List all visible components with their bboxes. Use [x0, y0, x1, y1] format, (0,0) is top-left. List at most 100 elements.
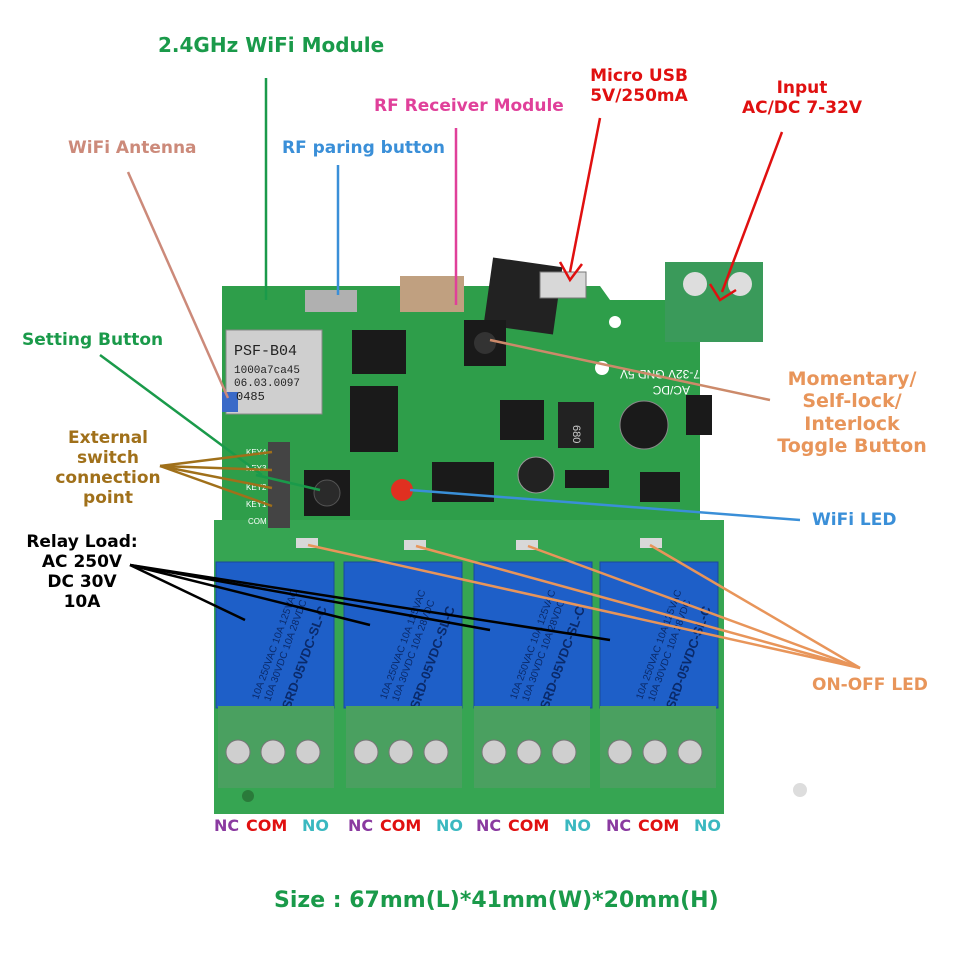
relay-4: SRD-05VDC-SL-C 10A 250VAC 10A 125VAC 10A…: [599, 561, 719, 711]
setting-button-pointer: [99, 353, 263, 477]
external-line4: point: [83, 488, 133, 509]
ic-chip: [352, 330, 406, 374]
terminal-block-4: [600, 706, 716, 788]
size-label: Size : 67mm(L)*41mm(W)*20mm(H): [274, 888, 719, 913]
micro-usb-line1: Micro USB: [590, 66, 688, 86]
terminal-2-nc: NC: [348, 816, 374, 835]
terminal-1-no: NO: [302, 816, 329, 835]
wifi-module: [225, 329, 323, 415]
diode: [565, 470, 609, 488]
relay-3: SRD-05VDC-SL-C 10A 250VAC 10A 125VAC 10A…: [473, 561, 593, 711]
power-terminal: [665, 262, 763, 342]
wifi-led: [391, 479, 413, 501]
rf-receiver-crystal: [400, 276, 464, 312]
toggle-line3: Interlock: [804, 412, 900, 435]
module-line4: 0485: [236, 390, 265, 404]
toggle-line2: Self-lock/: [802, 390, 902, 413]
regulator: [500, 400, 544, 440]
relay-line4: 10A: [63, 592, 101, 613]
external-pointer: [159, 450, 273, 468]
setting-button-label: Setting Button: [22, 330, 164, 350]
toggle-button-label: Momentary/ Self-lock/ Interlock Toggle B…: [764, 368, 940, 458]
wifi-module-chip-edge: [222, 392, 238, 412]
usb-pointer: [568, 117, 602, 273]
rf-receiver-label: RF Receiver Module: [374, 96, 564, 116]
onoff-led: [516, 540, 538, 550]
relay-load-pointer: [129, 563, 246, 622]
terminal-3-com: COM: [508, 816, 550, 835]
relay-load-pointer: [129, 563, 491, 632]
onoff-led: [296, 538, 318, 548]
terminal-2-no: NO: [436, 816, 463, 835]
external-pointer: [159, 464, 273, 472]
power-screw: [683, 272, 707, 296]
wifi-module-label: 2.4GHz WiFi Module: [158, 33, 385, 57]
relay-1: SRD-05VDC-SL-C 10A 250VAC 10A 125VAC 10A…: [215, 561, 335, 711]
ic-chip: [640, 472, 680, 502]
onoff-pointer: [527, 544, 861, 670]
setting-button-cap: [313, 479, 341, 507]
terminal-1-nc: NC: [214, 816, 240, 835]
terminal-3-nc: NC: [476, 816, 502, 835]
mount-hole: [609, 316, 621, 328]
external-pointer: [159, 464, 273, 508]
onoff-led-label: ON-OFF LED: [812, 675, 928, 695]
relay-line2: AC 250V: [41, 552, 123, 573]
toggle-line4: Toggle Button: [777, 435, 927, 458]
terminal-4-com: COM: [638, 816, 680, 835]
relay-line3: DC 30V: [47, 572, 117, 593]
onoff-led: [404, 540, 426, 550]
terminal-4-no: NO: [694, 816, 721, 835]
terminal-2-com: COM: [380, 816, 422, 835]
power-silk: 7-32V GND 5V: [620, 367, 700, 381]
micro-usb-port: [539, 271, 587, 299]
key-silk: KEY1: [246, 500, 267, 509]
onoff-pointer: [415, 544, 861, 670]
usb-arrowhead: [558, 261, 583, 283]
key-header: [268, 442, 290, 528]
external-switch-label: External switch connection point: [52, 428, 164, 508]
terminal-block-2: [346, 706, 462, 788]
terminal-block-1: [218, 706, 334, 788]
mount-hole: [242, 790, 254, 802]
terminal-block-3: [474, 706, 590, 788]
setting-button-pointer-ext: [255, 473, 321, 492]
pcb-upper: [222, 286, 700, 520]
rf-pairing-label: RF paring button: [282, 138, 445, 158]
toggle-button-cap: [474, 332, 496, 354]
terminal-1-com: COM: [246, 816, 288, 835]
onoff-pointer: [307, 543, 861, 670]
micro-usb-label: Micro USB 5V/250mA: [584, 66, 694, 106]
terminal-3-no: NO: [564, 816, 591, 835]
relay-2: SRD-05VDC-SL-C 10A 250VAC 10A 125VAC 10A…: [343, 561, 463, 711]
input-line2: AC/DC 7-32V: [741, 98, 863, 119]
relay-load-label: Relay Load: AC 250V DC 30V 10A: [20, 532, 144, 612]
toggle-line1: Momentary/: [787, 368, 917, 390]
onoff-led: [640, 538, 662, 548]
capacitor-small: [517, 456, 555, 494]
mount-hole: [724, 727, 740, 743]
wifi-led-pointer: [409, 488, 801, 522]
inductor-silk: 680: [570, 425, 582, 443]
input-arrowhead: [708, 283, 737, 302]
external-line2: switch: [77, 448, 139, 469]
terminal-4-nc: NC: [606, 816, 632, 835]
external-line3: connection: [55, 468, 161, 489]
wifi-antenna-pointer: [126, 171, 230, 399]
ic-chip: [686, 395, 712, 435]
key-silk: KEY2: [246, 483, 267, 492]
micro-usb-line2: 5V/250mA: [590, 86, 688, 107]
module-line1: PSF-B04: [234, 343, 297, 360]
wifi-antenna-label: WiFi Antenna: [68, 138, 197, 158]
key-silk: KEY4: [246, 448, 267, 457]
module-line3: 06.03.0097: [234, 378, 300, 390]
ic-chip: [350, 386, 398, 452]
relay-load-pointer: [129, 563, 611, 642]
toggle-pointer: [489, 338, 771, 402]
rf-pairing-button: [305, 290, 357, 312]
key-silk: COM: [248, 517, 267, 526]
external-line1: External: [67, 428, 149, 448]
input-pointer: [720, 131, 784, 293]
wifi-led-label: WiFi LED: [812, 510, 897, 530]
input-line1: Input: [776, 78, 828, 98]
